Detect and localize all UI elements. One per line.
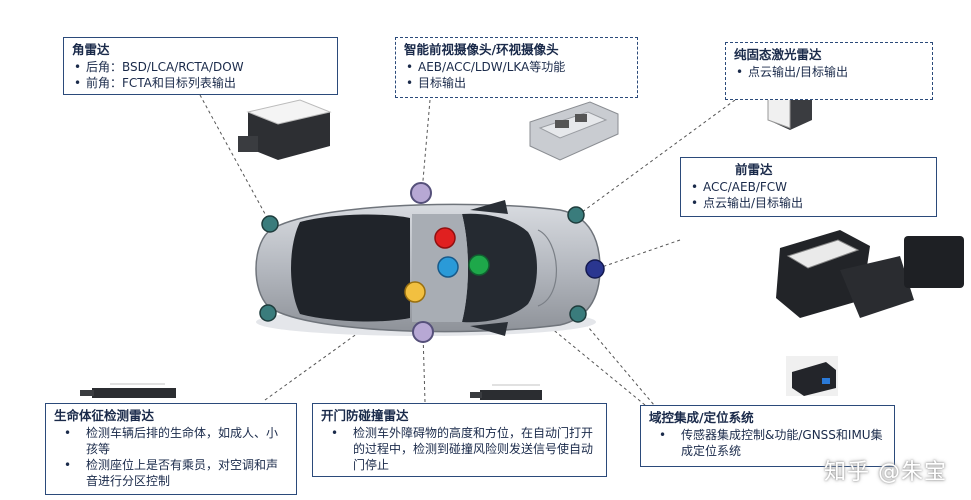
sensor-blue [437,256,459,278]
solid-lidar-box: 纯固态激光雷达 点云输出/目标输出 [725,42,933,100]
sensor-roof-bottom [412,321,434,343]
vital-radar-device [80,383,176,398]
sensor-red [434,227,456,249]
sensor-corner-rear-right [569,305,587,323]
front-camera-item: 目标输出 [404,75,629,91]
vital-radar-item: 检测座位上是否有乘员，对空调和声音进行分区控制 [54,457,288,489]
domain-control-box: 域控集成/定位系统 传感器集成控制&功能/GNSS和IMU集成定位系统 [640,405,895,467]
corner-radar-device [238,99,332,160]
domain-control-item: 传感器集成控制&功能/GNSS和IMU集成定位系统 [649,427,886,459]
corner-radar-title: 角雷达 [72,42,110,57]
front-camera-item: AEB/ACC/LDW/LKA等功能 [404,59,629,75]
corner-radar-item: 前角：FCTA和目标列表输出 [72,75,329,91]
sensor-front-radar [585,259,605,279]
camera-device [529,101,619,161]
sensor-corner-front-left [261,215,279,233]
solid-lidar-title: 纯固态激光雷达 [734,47,822,62]
door-radar-item: 检测车外障碍物的高度和方位，在自动门打开的过程中，检测到碰撞风险则发送信号使自动… [321,425,598,473]
domain-controller-device [786,356,838,396]
solid-lidar-item: 点云输出/目标输出 [734,64,924,80]
corner-radar-item: 后角：BSD/LCA/RCTA/DOW [72,59,329,75]
sensor-corner-front-right [567,206,585,224]
sensor-yellow [404,281,426,303]
sensor-roof-top [410,182,432,204]
front-camera-title: 智能前视摄像头/环视摄像头 [404,42,559,57]
watermark: 知乎 @朱宝 [824,460,947,485]
front-camera-box: 智能前视摄像头/环视摄像头 AEB/ACC/LDW/LKA等功能 目标输出 [395,37,638,98]
door-radar-device [470,384,542,400]
front-radar-devices [776,230,964,318]
sensor-markers [259,182,605,343]
front-radar-box: 前雷达 ACC/AEB/FCW 点云输出/目标输出 [680,157,937,217]
front-radar-item: 点云输出/目标输出 [689,195,928,211]
front-radar-item: ACC/AEB/FCW [689,179,928,195]
front-radar-title: 前雷达 [735,162,773,177]
vital-radar-title: 生命体征检测雷达 [54,408,155,423]
car-top-view [255,200,601,336]
vital-radar-item: 检测车辆后排的生命体，如成人、小孩等 [54,425,288,457]
vital-radar-box: 生命体征检测雷达 检测车辆后排的生命体，如成人、小孩等 检测座位上是否有乘员，对… [45,403,297,495]
door-radar-box: 开门防碰撞雷达 检测车外障碍物的高度和方位，在自动门打开的过程中，检测到碰撞风险… [312,403,607,477]
domain-control-title: 域控集成/定位系统 [649,410,754,425]
corner-radar-box: 角雷达 后角：BSD/LCA/RCTA/DOW 前角：FCTA和目标列表输出 [63,37,338,95]
door-radar-title: 开门防碰撞雷达 [321,408,409,423]
sensor-green [468,254,490,276]
sensor-corner-rear-left [259,304,277,322]
